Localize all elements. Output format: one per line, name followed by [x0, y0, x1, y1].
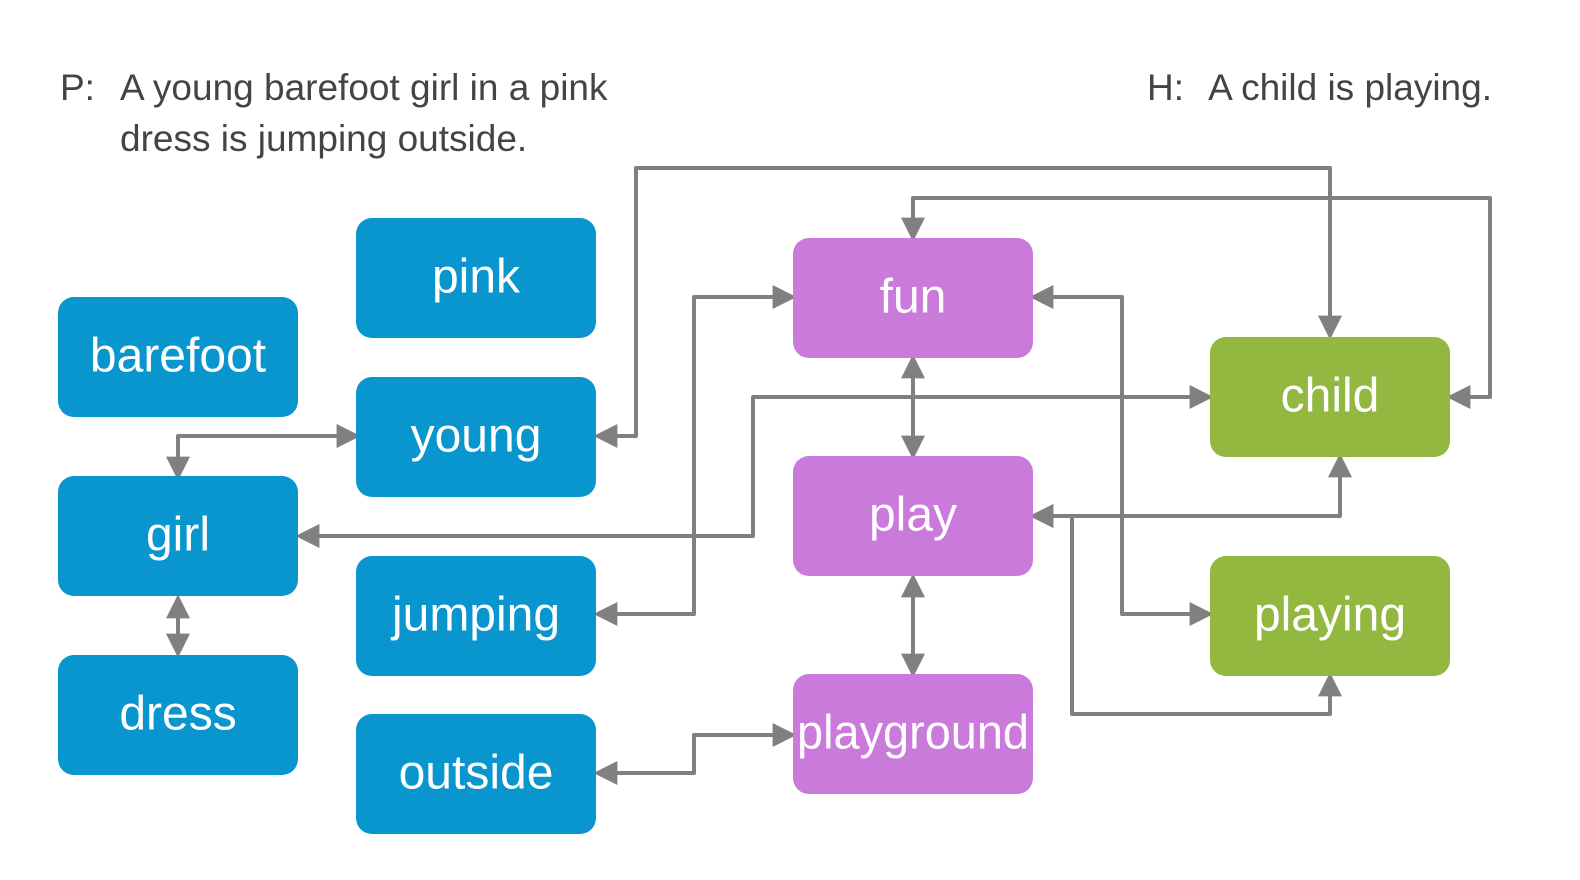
node-box-pink: [356, 218, 596, 338]
node-label-girl: girl: [146, 509, 210, 562]
node-outside: outside: [356, 714, 596, 834]
node-child: child: [1210, 337, 1450, 457]
edges-layer: [166, 166, 1492, 785]
hypothesis-text: A child is playing.: [1208, 67, 1492, 108]
node-barefoot: barefoot: [58, 297, 298, 417]
premise-label: P:: [60, 67, 95, 108]
node-playing: playing: [1210, 556, 1450, 676]
node-pink: pink: [356, 218, 596, 338]
nodes-layer: barefoot girl dress pink young jumping outside…: [58, 218, 1450, 834]
node-dress: dress: [58, 655, 298, 775]
edge-outside-playground: [593, 723, 797, 785]
node-box-dress: [58, 655, 298, 775]
node-fun: fun: [793, 238, 1033, 358]
edge-fun-playing: [1029, 285, 1214, 626]
node-box-playing: [1210, 556, 1450, 676]
edge-jumping-fun: [593, 285, 797, 626]
edge-play-playing: [1029, 504, 1342, 716]
node-label-dress: dress: [119, 688, 236, 741]
node-box-child: [1210, 337, 1450, 457]
node-box-jumping: [356, 556, 596, 676]
edge-play-child: [1029, 453, 1352, 528]
node-label-young: young: [411, 410, 542, 463]
node-box-outside: [356, 714, 596, 834]
node-label-jumping: jumping: [390, 589, 560, 642]
node-young: young: [356, 377, 596, 497]
node-box-fun: [793, 238, 1033, 358]
hypothesis-caption: H: A child is playing.: [1092, 62, 1492, 117]
node-label-play: play: [869, 489, 957, 542]
node-box-play: [793, 456, 1033, 576]
node-box-young: [356, 377, 596, 497]
node-box-barefoot: [58, 297, 298, 417]
edge-fun-child: [901, 196, 1492, 409]
node-jumping: jumping: [356, 556, 596, 676]
hypothesis-label: H:: [1147, 67, 1184, 108]
node-label-playground: playground: [797, 707, 1029, 760]
node-label-outside: outside: [399, 747, 554, 800]
premise-text: A young barefoot girl in a pink dress is…: [120, 67, 608, 159]
node-label-fun: fun: [880, 271, 947, 324]
node-playground: playground: [793, 674, 1033, 794]
node-play: play: [793, 456, 1033, 576]
node-box-playground: [793, 674, 1033, 794]
node-label-barefoot: barefoot: [90, 330, 266, 383]
premise-caption: P: A young barefoot girl in a pink dress…: [60, 62, 680, 172]
node-girl: girl: [58, 476, 298, 596]
node-label-pink: pink: [432, 251, 521, 304]
edge-girl-young: [166, 424, 361, 481]
node-label-playing: playing: [1254, 589, 1406, 642]
node-label-child: child: [1281, 370, 1380, 423]
node-box-girl: [58, 476, 298, 596]
